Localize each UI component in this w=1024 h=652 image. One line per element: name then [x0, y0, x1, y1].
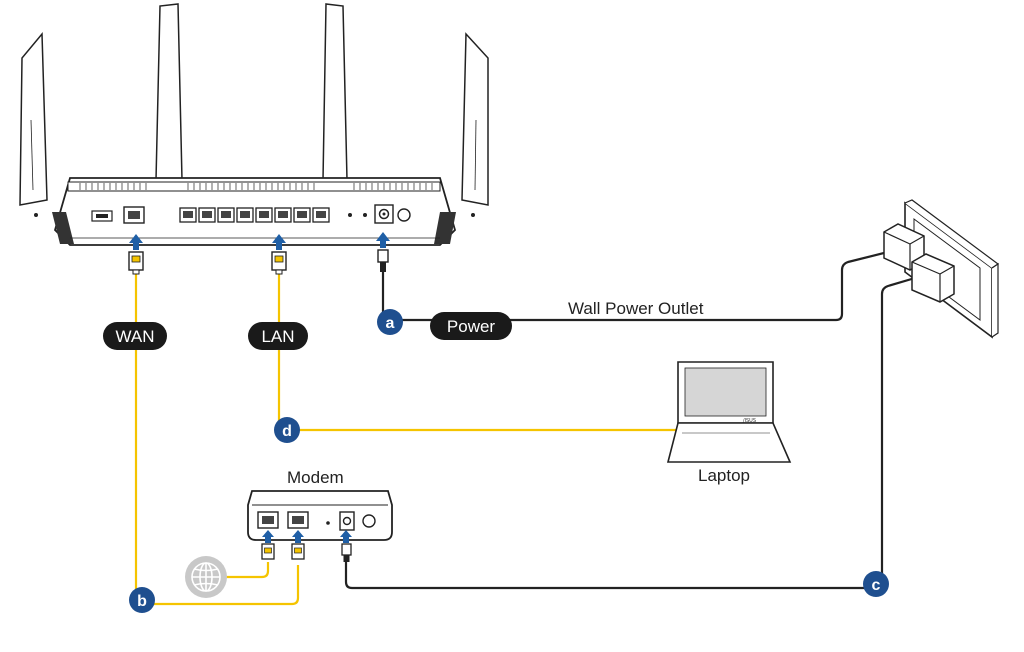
wan-pill: WAN — [103, 322, 167, 350]
wall-outlet-label: Wall Power Outlet — [568, 299, 704, 318]
modem-label: Modem — [287, 468, 344, 487]
lan-pill: LAN — [248, 322, 308, 350]
router-power-cable — [381, 250, 889, 322]
step-b-letter: b — [137, 593, 147, 610]
plug-icon-2 — [911, 253, 955, 303]
wan-ethernet-connector-icon — [128, 251, 144, 275]
step-a-letter: a — [386, 315, 395, 332]
modem-arrow-icons — [262, 530, 352, 543]
router-arrow-icons — [129, 232, 390, 250]
lan-label: LAN — [261, 327, 294, 346]
router-foot-right — [434, 212, 456, 244]
router-body — [53, 177, 457, 246]
globe-icon — [185, 556, 227, 598]
router-power-button — [397, 208, 411, 222]
ethernet-cables — [134, 272, 680, 606]
plug-icon — [883, 223, 925, 271]
step-c-letter: c — [872, 577, 881, 594]
router-power-plug-icon — [377, 249, 389, 272]
step-d-letter: d — [282, 423, 292, 440]
laptop-screen — [684, 367, 767, 417]
lan-ethernet-connector-icon — [271, 251, 287, 275]
wan-label: WAN — [115, 327, 154, 346]
router-foot-left — [52, 212, 74, 244]
laptop-base — [666, 422, 792, 463]
step-badge-d: d — [274, 417, 300, 443]
step-badge-b: b — [129, 587, 155, 613]
modem-power-button — [362, 514, 376, 528]
step-badge-a: a — [377, 309, 403, 335]
router-antennas — [19, 3, 489, 206]
laptop-label: Laptop — [698, 466, 750, 485]
power-pill: Power — [430, 312, 512, 340]
modem-connectors — [261, 543, 352, 562]
lan-cable — [277, 272, 680, 432]
router — [19, 3, 489, 246]
router-reset-hole — [348, 213, 352, 217]
internet-cable — [226, 562, 270, 579]
modem — [247, 490, 393, 562]
step-badge-c: c — [863, 571, 889, 597]
laptop-brand-label: /ISUS — [743, 418, 756, 424]
wall-outlet — [883, 199, 1000, 339]
modem-body — [247, 490, 393, 541]
power-label: Power — [447, 317, 496, 336]
laptop: /ISUS — [666, 361, 792, 463]
router-connectors — [128, 232, 390, 275]
